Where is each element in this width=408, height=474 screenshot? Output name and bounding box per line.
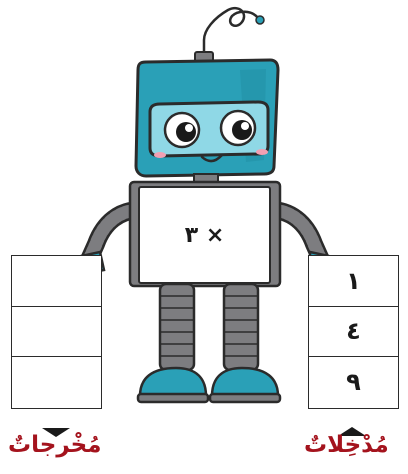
inputs-label: مُدْخِلاتٌ: [304, 432, 389, 458]
robot-feet: [138, 368, 280, 402]
output-cell[interactable]: [12, 307, 101, 358]
operation-text: × ٣: [185, 223, 225, 248]
output-cell[interactable]: [12, 256, 101, 307]
output-cell[interactable]: [12, 357, 101, 408]
robot-legs: [160, 284, 258, 370]
inputs-table: ١ ٤ ٩: [308, 255, 399, 409]
right-cheek: [256, 149, 268, 155]
antenna: [204, 8, 258, 58]
operation-board: × ٣: [138, 186, 271, 284]
input-cell: ١: [309, 256, 398, 307]
input-cell: ٩: [309, 357, 398, 408]
input-cell: ٤: [309, 307, 398, 358]
outputs-label: مُخْرجاتٌ: [8, 432, 101, 458]
left-cheek: [154, 152, 166, 158]
antenna-tip: [256, 16, 264, 24]
outputs-table: [11, 255, 102, 409]
